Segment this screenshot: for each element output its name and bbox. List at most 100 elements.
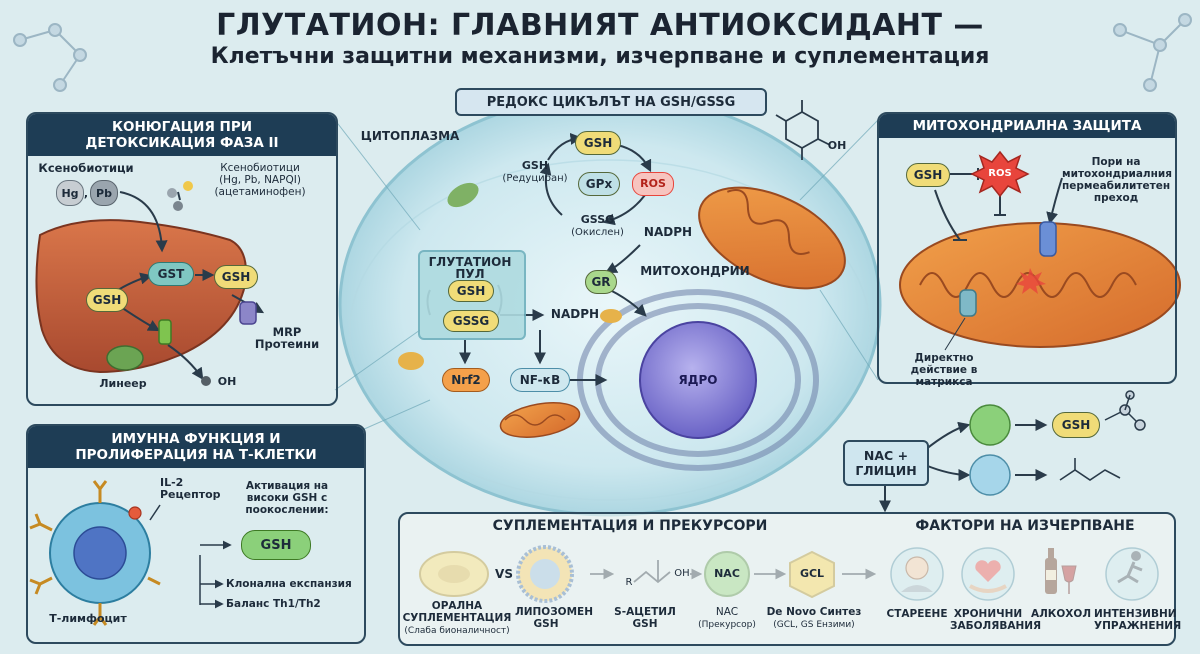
redox-nadph: NADPH (643, 225, 693, 239)
redox-heading: РЕДОКС ЦИКЪЛЪТ НА GSH/GSSG (455, 88, 767, 116)
redox-ros-label: ROS (632, 172, 674, 196)
gcl-hex-label: GCL (799, 567, 825, 580)
immune-gsh-node: GSH (241, 530, 311, 560)
redox-gsh-node: GSH (575, 131, 621, 155)
supplementation-panel (398, 512, 1176, 646)
nac-circle-label: NAC (714, 567, 740, 580)
supplementation-heading: СУПЛЕМЕНТАЦИЯ И ПРЕКУРСОРИ (492, 518, 768, 534)
pool-gsh-node: GSH (448, 280, 494, 302)
proteins-label: Протеини (254, 337, 320, 351)
mito-direct-label: Директно действие в матрикса (910, 352, 978, 388)
mito-gsh-node: GSH (906, 163, 950, 187)
denovo-name: De Novo Синтез (766, 606, 862, 618)
mito-inhibition-lines (934, 168, 1063, 241)
redox-gsh-reduced: GSH (Редуциран) (500, 160, 570, 185)
organelle (398, 352, 424, 370)
xenobiotics-right-detail: (Hg, Pb, NAPQI) (219, 174, 301, 186)
matrix-channel (959, 289, 977, 317)
amino-acid-sphere (969, 404, 1011, 446)
mitochondria-label: МИТОХОНДРИИ (640, 264, 750, 278)
nac-branch-arrows (879, 419, 1048, 513)
nrf2-node: Nrf2 (442, 368, 490, 392)
transporter-channel (158, 319, 172, 345)
vs-label: VS (495, 567, 513, 581)
ros-burst-icon (970, 150, 1030, 198)
balance-label: Баланс Th1/Th2 (226, 598, 321, 610)
immune-heading: ИМУННА ФУНКЦИЯ И ПРОЛИФЕРАЦИЯ НА Т-КЛЕТК… (28, 426, 364, 468)
acetyl-oh-label: OH (674, 568, 690, 579)
immune-arrows (149, 504, 232, 609)
mrp-proteins-label: MRP Протеини (252, 326, 322, 350)
mito-ros-label: ROS (988, 168, 1012, 179)
il2-label: IL-2 (160, 476, 184, 489)
organelle (447, 182, 479, 208)
conjugation-gsh-out: GSH (214, 265, 258, 289)
mptp-pore (1039, 221, 1057, 257)
page-title: ГЛУТАТИОН: ГЛАВНИЯТ АНТИОКСИДАНТ — (216, 8, 984, 43)
hg-pb-separator: , (83, 187, 89, 200)
xenobiotic-dots (167, 181, 193, 211)
acetyl-label: S-АЦЕТИЛ GSH (614, 606, 676, 630)
tcell-label: Т-лимфоцит (49, 612, 127, 625)
mrp-label: MRP (272, 325, 302, 339)
nac-glycine-box: NAC + ГЛИЦИН (843, 440, 929, 486)
oral-note: (Слаба бионаличност) (404, 626, 510, 636)
il2-receptor-label: IL-2 Рецептор (160, 477, 230, 501)
nucleus-label: ЯДРО (678, 373, 718, 387)
pb-badge: Pb (90, 180, 118, 206)
xenobiotics-right-note: (ацетаминофен) (214, 186, 306, 198)
redox-gsh-reduced-note: (Редуциран) (502, 173, 568, 184)
oral-name: ОРАЛНА СУПЛЕМЕНТАЦИЯ (402, 600, 512, 624)
nac-label: NAC (Прекурсор) (692, 606, 762, 631)
oral-label: ОРАЛНА СУПЛЕМЕНТАЦИЯ (Слаба бионаличност… (402, 600, 512, 637)
liver-illustration (35, 219, 247, 374)
activation-label: Активация на високи GSH с поокослении: (245, 480, 329, 516)
nfkb-node: NF-κB (510, 368, 570, 392)
denovo-label: De Novo Синтез (GCL, GS Ензими) (766, 606, 862, 631)
mitochondrial-panel: МИТОХОНДРИАЛНА ЗАЩИТА (877, 112, 1177, 384)
small-mitochondrion (499, 402, 581, 438)
conjugation-oh: OH (217, 375, 237, 388)
denovo-note: (GCL, GS Ензими) (773, 620, 855, 630)
conjugation-gsh-in: GSH (86, 288, 128, 312)
conjugation-heading: КОНЮГАЦИЯ ПРИ ДЕТОКСИКАЦИЯ ФАЗА II (28, 114, 336, 156)
receptor-label: Рецептор (160, 488, 221, 501)
nac-note: (Прекурсор) (698, 620, 756, 630)
immune-panel: ИМУННА ФУНКЦИЯ И ПРОЛИФЕРАЦИЯ НА Т-КЛЕТК… (26, 424, 366, 644)
mito-pore-label: Пори на митохондриалния пермеабилитетен … (1062, 156, 1172, 204)
liposomal-label: ЛИПОЗОМЕН GSH (515, 606, 594, 630)
depletion-heading: ФАКТОРИ НА ИЗЧЕРПВАНЕ (915, 518, 1135, 534)
conjugation-panel: КОНЮГАЦИЯ ПРИ ДЕТОКСИКАЦИЯ ФАЗА II (26, 112, 338, 406)
page-subtitle: Клетъчни защитни механизми, изчерпване и… (210, 44, 990, 69)
molecule-decoration-left (13, 23, 87, 92)
alcohol-label: АЛКОХОЛ (1030, 608, 1092, 620)
mito-heading: МИТОХОНДРИАЛНА ЗАЩИТА (879, 114, 1175, 138)
cytoplasm-label: ЦИТОПЛАЗМА (360, 129, 460, 143)
gpx-node: GPx (578, 172, 620, 196)
glycine-molecule (1059, 458, 1121, 481)
small-molecule (1104, 390, 1146, 431)
chronic-label: ХРОНИЧНИ ЗАБОЛЯВАНИЯ (950, 608, 1042, 632)
t-cell-receptors (29, 480, 161, 626)
gallbladder (106, 345, 144, 371)
quinone-molecule (775, 100, 831, 160)
molecule-decoration-right (1113, 13, 1192, 92)
gst-node: GST (148, 262, 194, 286)
xenobiotics-right-label: Ксенобиотици (Hg, Pb, NAPQI) (ацетаминоф… (200, 162, 320, 198)
xenobiotics-right-name: Ксенобиотици (220, 162, 300, 174)
cell-mitochondrion (698, 186, 846, 290)
panel-connectors (334, 119, 879, 431)
pool-heading: ГЛУТАТИОН ПУЛ (428, 255, 512, 281)
aging-label: СТАРЕЕНЕ (886, 608, 948, 620)
pool-nadph: NADPH (550, 307, 600, 321)
acetyl-r-label: R (625, 577, 633, 588)
clonal-label: Клонална експанзия (226, 578, 352, 590)
nac-name: NAC (715, 606, 739, 618)
exercise-label: ИНТЕНЗИВНИ УПРАЖНЕНИЯ (1094, 608, 1182, 632)
gr-node: GR (585, 270, 617, 294)
redox-gssg-name: GSSG (580, 213, 615, 226)
quinone-oh: OH (827, 139, 847, 152)
liver-label: Линеер (99, 377, 147, 390)
xenobiotics-left-label: Ксенобиотици (38, 161, 134, 175)
mrp-transporter (239, 301, 257, 325)
